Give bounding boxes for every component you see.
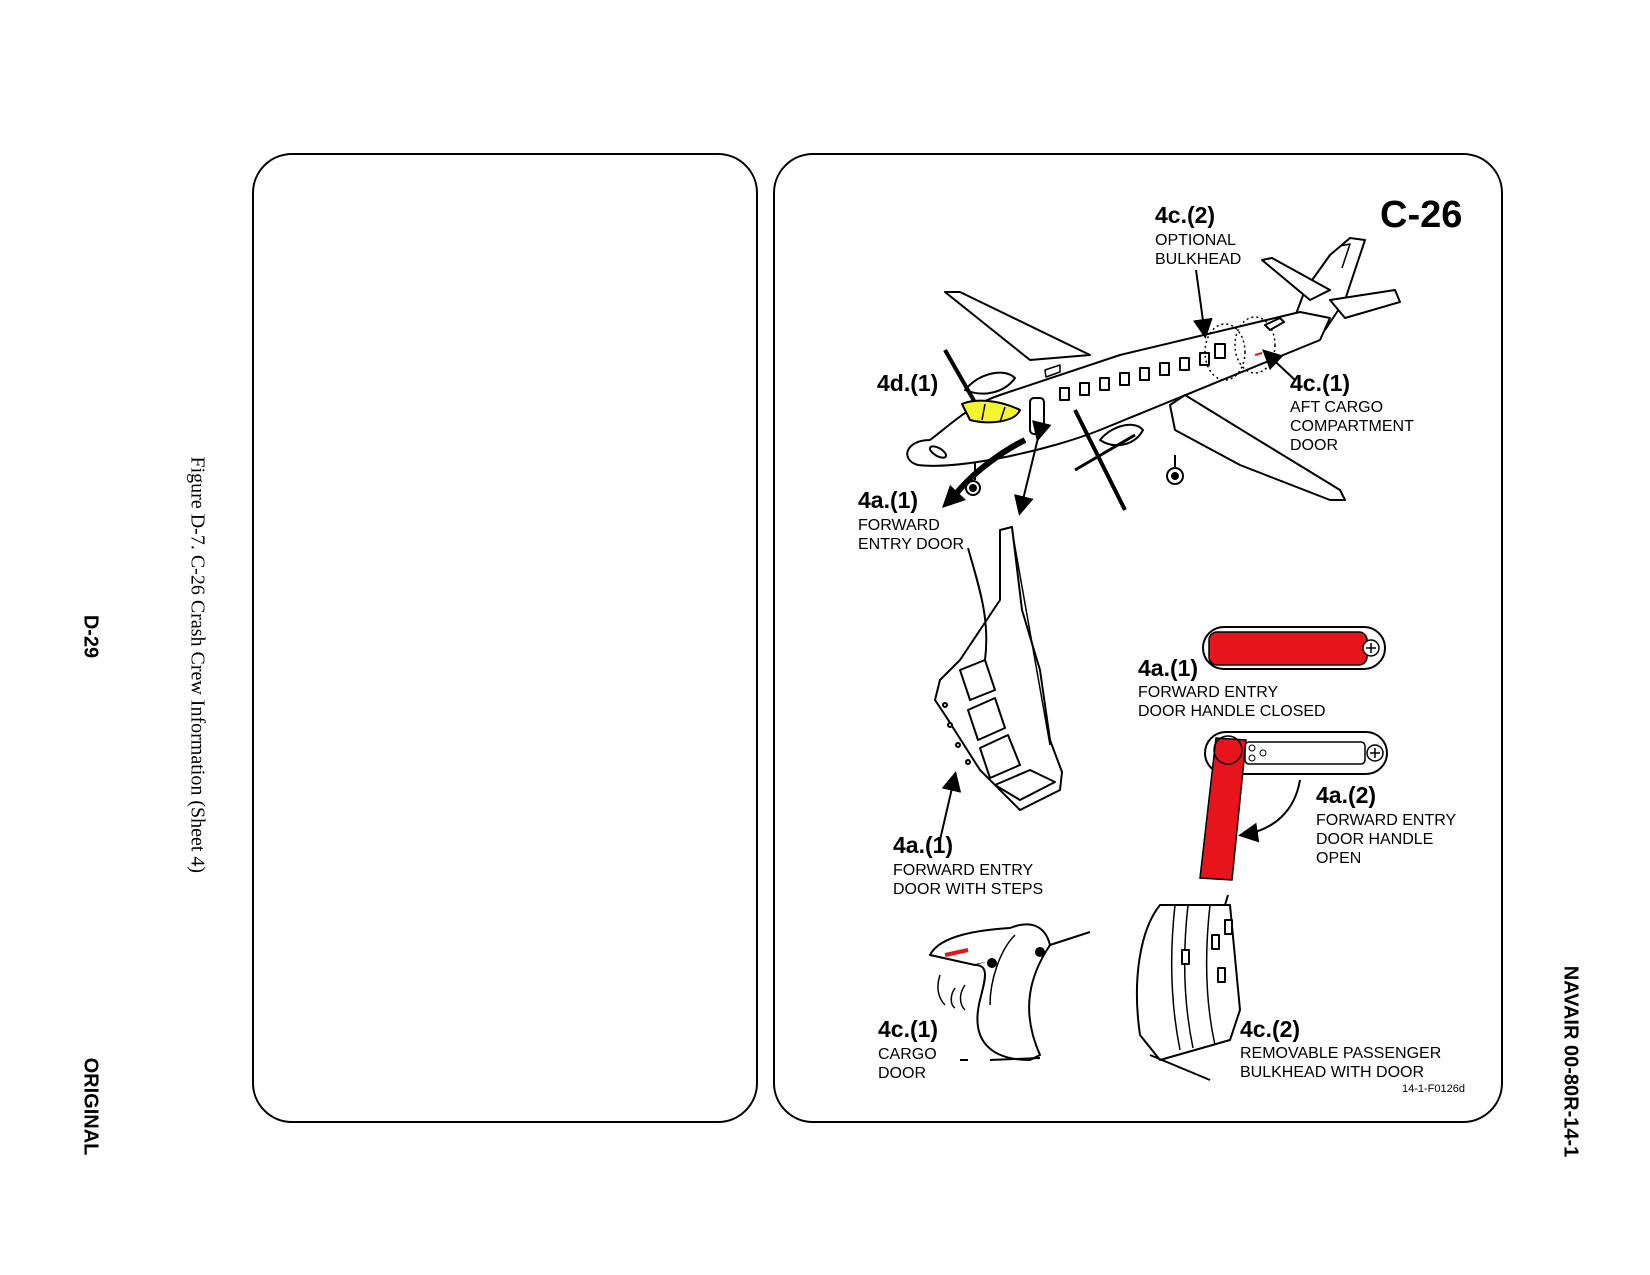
callout-number: 4c.(2): [1240, 1016, 1300, 1042]
callout-text: COMPARTMENT: [1290, 418, 1414, 435]
callout-aft-cargo-door: 4c.(1) AFT CARGO COMPARTMENT DOOR: [1290, 370, 1414, 454]
callout-passenger-bulkhead: 4c.(2) REMOVABLE PASSENGER BULKHEAD WITH…: [1240, 1016, 1441, 1081]
callout-text: DOOR WITH STEPS: [893, 881, 1043, 898]
callout-text: FORWARD ENTRY: [1316, 812, 1456, 829]
cargo-door-drawing: [929, 923, 1091, 1061]
figure-id: 14-1-F0126d: [1402, 1083, 1465, 1095]
aircraft-drawing: [906, 237, 1401, 511]
callout-number: 4c.(1): [878, 1016, 938, 1042]
callout-text: OPEN: [1316, 850, 1361, 867]
callout-cargo-door: 4c.(1) CARGO DOOR: [878, 1016, 938, 1082]
callout-forward-entry-door: 4a.(1) FORWARD ENTRY DOOR: [858, 487, 964, 553]
callout-text: OPTIONAL: [1155, 232, 1236, 249]
callout-handle-closed: 4a.(1) FORWARD ENTRY DOOR HANDLE CLOSED: [1138, 655, 1326, 720]
door-handle-closed-drawing: [1202, 626, 1386, 670]
callout-number: 4a.(2): [1316, 782, 1376, 808]
callout-number: 4d.(1): [877, 370, 938, 396]
callout-text: DOOR HANDLE CLOSED: [1138, 703, 1326, 720]
callout-optional-bulkhead: 4c.(2) OPTIONAL BULKHEAD: [1155, 202, 1241, 268]
callout-number: 4c.(2): [1155, 202, 1215, 228]
callout-number: 4c.(1): [1290, 370, 1350, 396]
callout-text: BULKHEAD WITH DOOR: [1240, 1064, 1424, 1081]
callout-text: ENTRY DOOR: [858, 536, 964, 553]
callout-text: FORWARD: [858, 517, 940, 534]
callout-text: DOOR: [1290, 437, 1338, 454]
callout-cockpit: 4d.(1): [877, 370, 938, 396]
forward-entry-door-with-steps-drawing: [934, 526, 1063, 811]
callout-text: DOOR: [878, 1065, 926, 1082]
callout-number: 4a.(1): [893, 832, 953, 858]
callout-number: 4a.(1): [1138, 655, 1198, 681]
door-handle-open-drawing: [1199, 731, 1388, 881]
passenger-bulkhead-drawing: [1135, 894, 1241, 1081]
callout-text: FORWARD ENTRY: [893, 862, 1033, 879]
callout-text: CARGO: [878, 1046, 937, 1063]
callout-text: FORWARD ENTRY: [1138, 684, 1278, 701]
callout-text: BULKHEAD: [1155, 251, 1241, 268]
callout-text: REMOVABLE PASSENGER: [1240, 1045, 1441, 1062]
blank-left-panel: [252, 153, 758, 1123]
callout-door-with-steps: 4a.(1) FORWARD ENTRY DOOR WITH STEPS: [893, 832, 1043, 898]
callout-text: DOOR HANDLE: [1316, 831, 1433, 848]
callout-handle-open: 4a.(2) FORWARD ENTRY DOOR HANDLE OPEN: [1316, 782, 1456, 867]
callout-number: 4a.(1): [858, 487, 918, 513]
callout-text: AFT CARGO: [1290, 399, 1383, 416]
diagram-title: C-26: [1380, 194, 1462, 236]
